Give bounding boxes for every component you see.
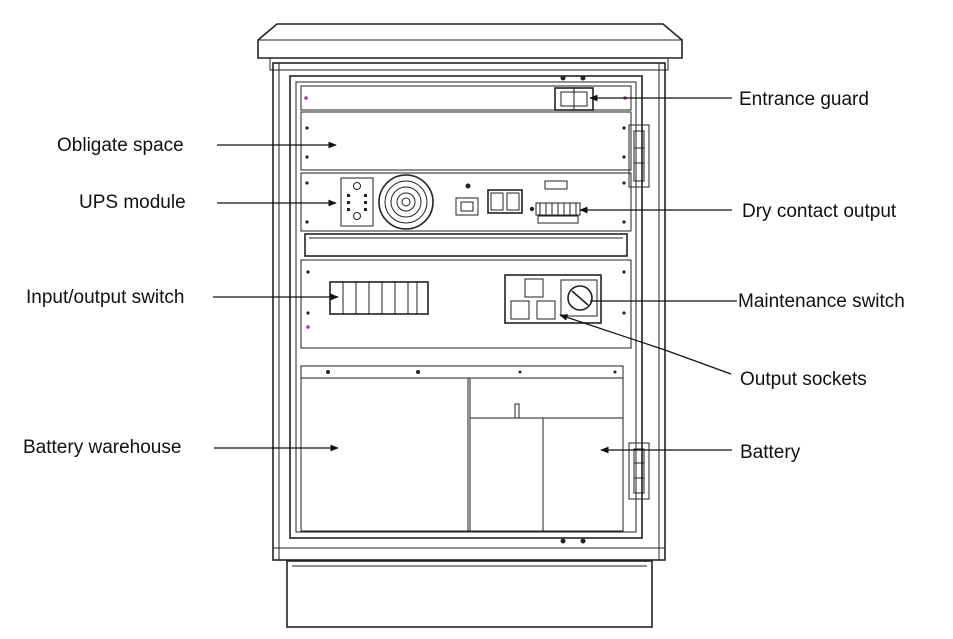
ups-control-panel (340, 177, 374, 227)
screw (416, 370, 420, 374)
battery-compartment (300, 365, 624, 532)
label-ups-module: UPS module (79, 192, 186, 213)
label-entrance-guard: Entrance guard (739, 89, 869, 110)
cabinet-body (272, 62, 666, 561)
label-input-output-switch: Input/output switch (26, 287, 184, 308)
cabinet-roof (257, 23, 683, 59)
label-battery: Battery (740, 442, 801, 463)
screw (518, 370, 522, 374)
dry-contact-terminal (529, 180, 581, 224)
cooling-fan (378, 174, 434, 230)
power-inlet (455, 197, 479, 216)
roof-lip (269, 57, 669, 71)
label-battery-warehouse: Battery warehouse (23, 437, 181, 458)
inner-frame-2 (295, 81, 637, 533)
screw (613, 370, 617, 374)
obligate-space-panel (300, 111, 632, 171)
entrance-guard-device (554, 87, 594, 111)
ups-module-panel (300, 172, 632, 232)
cabinet-plinth (286, 560, 653, 628)
screw (305, 126, 309, 130)
screw (622, 155, 626, 159)
output-receptacles (487, 189, 523, 214)
socket-box (504, 274, 602, 324)
screw (305, 155, 309, 159)
label-dry-contact-output: Dry contact output (742, 201, 897, 222)
callout-lines (213, 94, 737, 454)
screw (580, 75, 586, 81)
screw (560, 538, 566, 544)
battery-shelf (469, 377, 624, 419)
blanking-bar (304, 233, 628, 257)
label-obligate-space: Obligate space (57, 135, 184, 156)
shelf-tab (514, 403, 520, 419)
distribution-panel (300, 259, 632, 349)
screw (560, 75, 566, 81)
screw (622, 126, 626, 130)
screw (326, 370, 330, 374)
label-maintenance-switch: Maintenance switch (738, 291, 905, 312)
upper-hinge (628, 124, 650, 188)
breaker-row (329, 281, 429, 315)
inner-frame (289, 75, 643, 539)
callout-output-sockets (559, 314, 732, 375)
battery-block-left (469, 417, 544, 532)
indicator (465, 183, 471, 189)
ups-cabinet (257, 23, 683, 628)
lower-hinge (628, 442, 650, 500)
hinge-marker (304, 96, 308, 100)
battery-block-right (542, 417, 624, 532)
screw (580, 538, 586, 544)
label-output-sockets: Output sockets (740, 369, 867, 390)
